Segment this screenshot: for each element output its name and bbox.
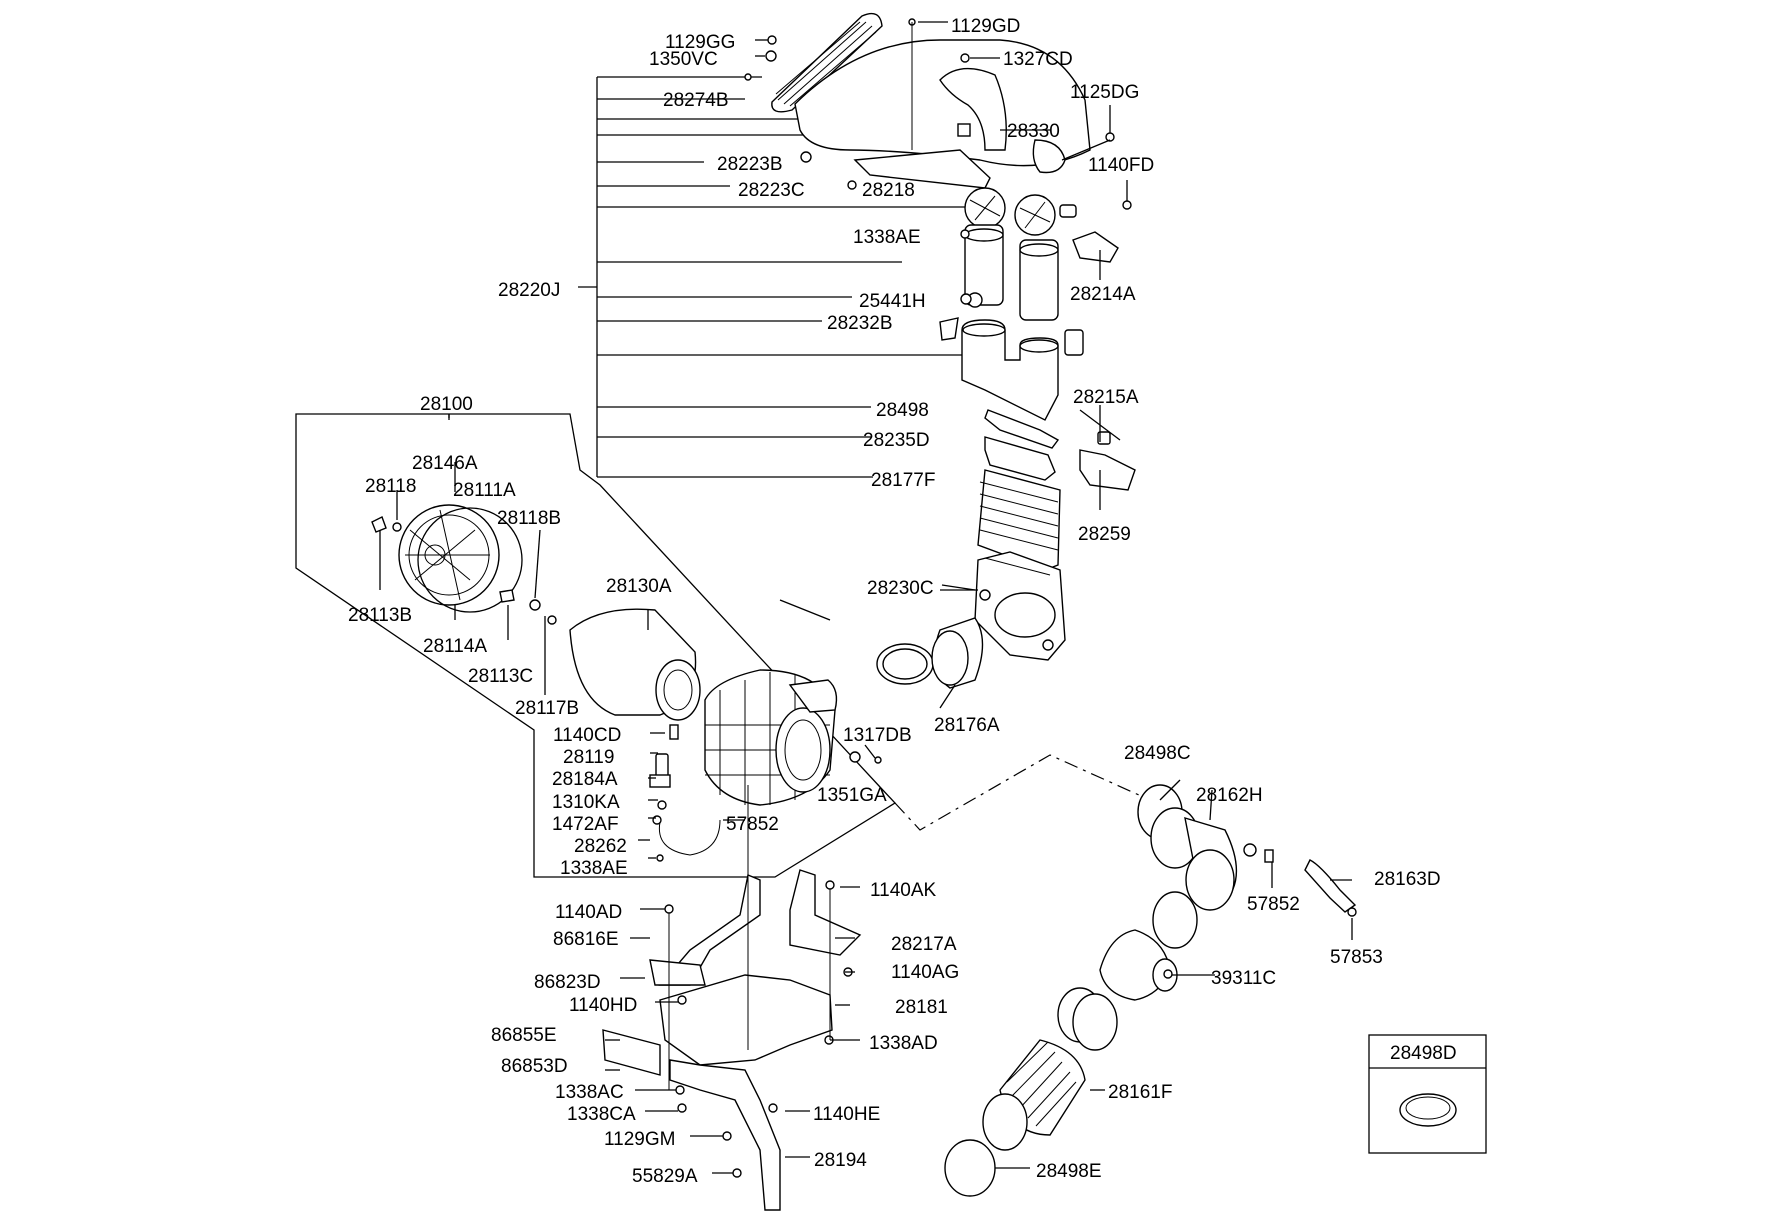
label-28498E: 28498E (1036, 1161, 1102, 1182)
label-57852-lower: 57852 (1247, 894, 1300, 915)
label-1140FD: 1140FD (1088, 155, 1154, 176)
label-28119: 28119 (563, 747, 614, 768)
label-39311C: 39311C (1211, 968, 1276, 989)
label-25441H: 25441H (859, 291, 926, 312)
label-1140HE: 1140HE (813, 1104, 880, 1125)
label-28259: 28259 (1078, 524, 1131, 545)
label-28113B: 28113B (348, 605, 412, 626)
part-labels: 1129GG 1350VC 1129GD 1327CD 28274B 1125D… (348, 16, 1457, 1187)
label-28274B: 28274B (663, 90, 729, 111)
label-1140CD: 1140CD (553, 725, 621, 746)
label-28114A: 28114A (423, 636, 487, 657)
label-28117B: 28117B (515, 698, 579, 719)
label-28217A: 28217A (891, 934, 957, 955)
label-28498: 28498 (876, 400, 929, 421)
hose-clamp-group (944, 784, 1357, 1197)
label-28111A: 28111A (453, 480, 516, 501)
air-cleaner-group-28100 (295, 413, 897, 878)
label-1129GD: 1129GD (951, 16, 1020, 37)
label-28181: 28181 (895, 997, 948, 1018)
dashed-connection-line (894, 754, 1151, 831)
label-57853: 57853 (1330, 947, 1383, 968)
label-86823D: 86823D (534, 972, 601, 993)
label-28146A: 28146A (412, 453, 478, 474)
label-28194: 28194 (814, 1150, 867, 1171)
label-28218: 28218 (862, 180, 915, 201)
label-1351GA: 1351GA (817, 785, 887, 806)
label-28163D: 28163D (1374, 869, 1441, 890)
label-28498D: 28498D (1390, 1043, 1457, 1064)
label-1338AE-top: 1338AE (853, 227, 921, 248)
label-57852-upper: 57852 (726, 814, 779, 835)
label-1129GM: 1129GM (604, 1129, 675, 1150)
label-86855E: 86855E (491, 1025, 557, 1046)
label-1140AD: 1140AD (555, 902, 622, 923)
label-28113C: 28113C (468, 666, 533, 687)
label-28223B: 28223B (717, 154, 783, 175)
label-28100: 28100 (420, 394, 473, 415)
label-28330: 28330 (1007, 121, 1060, 142)
label-1125DG: 1125DG (1070, 82, 1139, 103)
label-1310KA: 1310KA (552, 792, 620, 813)
label-1338AC: 1338AC (555, 1082, 624, 1103)
label-28215A: 28215A (1073, 387, 1139, 408)
label-1140HD: 1140HD (569, 995, 637, 1016)
snorkel-hood-parts (744, 12, 1136, 491)
label-1327CD: 1327CD (1003, 49, 1073, 70)
label-28184A: 28184A (552, 769, 618, 790)
label-1472AF: 1472AF (552, 814, 619, 835)
group-bracket-28220j (578, 76, 985, 478)
label-28262: 28262 (574, 836, 627, 857)
label-28220J: 28220J (498, 280, 560, 301)
label-1129GG: 1129GG (665, 32, 735, 53)
label-55829A: 55829A (632, 1166, 698, 1187)
label-28118: 28118 (365, 476, 416, 497)
label-86853D: 86853D (501, 1056, 568, 1077)
label-86816E: 86816E (553, 929, 619, 950)
label-28162H: 28162H (1196, 785, 1263, 806)
label-28177F: 28177F (871, 470, 935, 491)
label-1140AK: 1140AK (870, 880, 937, 901)
label-28498C: 28498C (1124, 743, 1191, 764)
label-28130A: 28130A (606, 576, 672, 597)
label-1338AE-bottom: 1338AE (560, 858, 628, 879)
label-1338CA: 1338CA (567, 1104, 636, 1125)
label-1317DB: 1317DB (843, 725, 912, 746)
label-1338AD: 1338AD (869, 1033, 938, 1054)
label-1350VC: 1350VC (649, 49, 718, 70)
label-28176A: 28176A (934, 715, 1000, 736)
label-28230C: 28230C (867, 578, 934, 599)
inset-box-28498d (1368, 1034, 1487, 1154)
label-28118B: 28118B (497, 508, 561, 529)
lower-mounting-brackets (602, 785, 862, 1211)
label-28223C: 28223C (738, 180, 805, 201)
label-1140AG: 1140AG (891, 962, 959, 983)
label-28214A: 28214A (1070, 284, 1136, 305)
label-28232B: 28232B (827, 313, 893, 334)
label-28235D: 28235D (863, 430, 930, 451)
duct-stack (876, 409, 1066, 689)
leader-lines (379, 21, 1353, 1174)
label-28161F: 28161F (1108, 1082, 1172, 1103)
